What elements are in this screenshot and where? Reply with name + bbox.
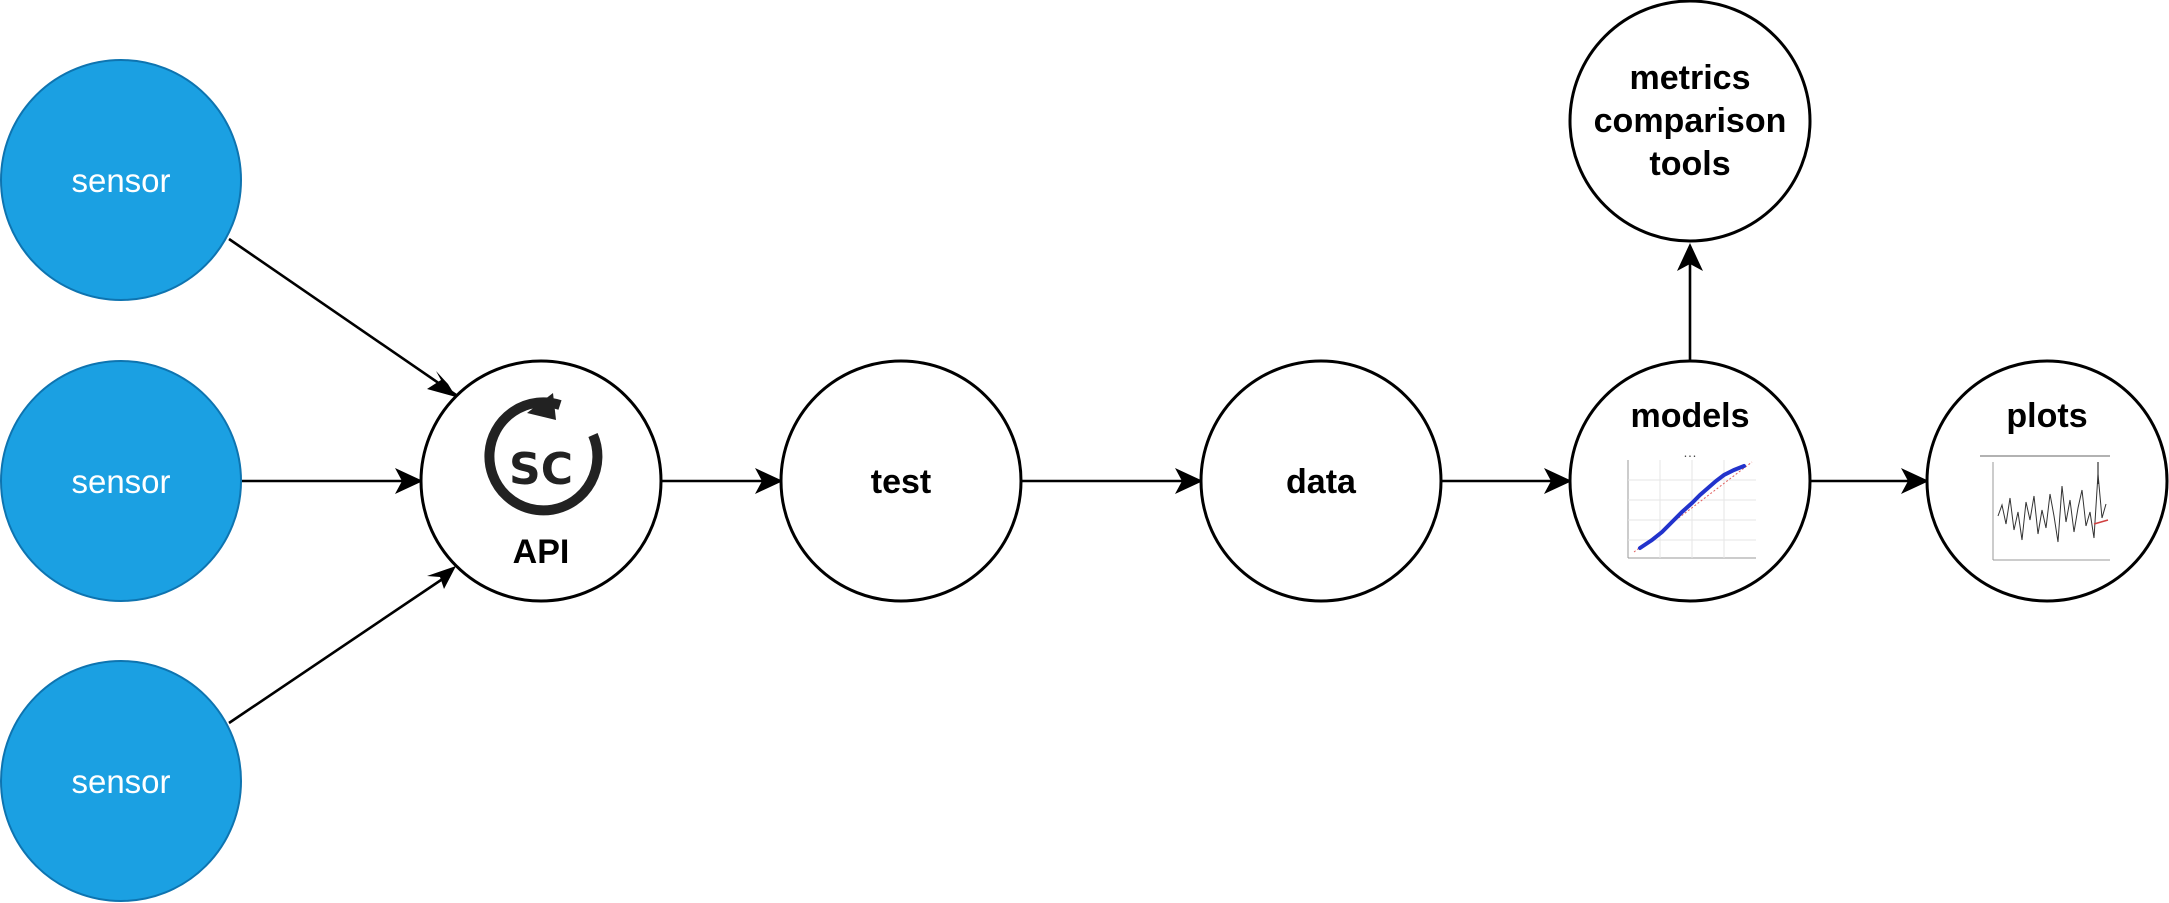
sensor-label: sensor xyxy=(71,763,170,800)
test-label: test xyxy=(871,463,931,501)
arrowhead-metrics-from-models xyxy=(1677,243,1703,271)
arrowheads xyxy=(395,243,1929,589)
sensor-node-1[interactable]: sensor xyxy=(0,59,242,301)
sc-refresh-logo-icon: SC xyxy=(484,393,603,516)
sensor-circle xyxy=(0,660,242,902)
time-series-plot-thumbnail xyxy=(1980,455,2110,561)
models-node[interactable]: models • • • xyxy=(1568,359,1812,603)
plots-circle xyxy=(1925,359,2169,603)
arrowhead-models-from-data xyxy=(1544,468,1572,494)
metrics-comparison-tools-node[interactable]: metrics comparison tools xyxy=(1568,0,1812,243)
sc-logo-text: SC xyxy=(509,444,573,495)
test-node[interactable]: test xyxy=(779,359,1023,603)
api-label: API xyxy=(513,533,570,571)
data-label: data xyxy=(1286,463,1357,501)
sensor-label: sensor xyxy=(71,162,170,199)
metrics-label-line-1: metrics xyxy=(1630,59,1751,97)
plots-label: plots xyxy=(2006,397,2087,435)
arrowhead-api-from-sensor-1 xyxy=(427,371,456,397)
arrowhead-api-from-sensor-2 xyxy=(395,468,423,494)
edge-sensor-3-to-api xyxy=(228,576,445,725)
edge-sensor-1-to-api-path xyxy=(228,237,457,397)
svg-text:• • •: • • • xyxy=(1684,454,1696,460)
arrowhead-test-from-api xyxy=(755,468,783,494)
data-circle xyxy=(1199,359,1443,603)
metrics-circle xyxy=(1568,0,1812,243)
models-label: models xyxy=(1630,397,1749,435)
sensor-label: sensor xyxy=(71,463,170,500)
api-node[interactable]: SC API xyxy=(419,359,663,603)
metrics-label-line-3: tools xyxy=(1649,145,1730,183)
arrowhead-plots-from-models xyxy=(1901,468,1929,494)
arrowhead-api-from-sensor-3 xyxy=(427,566,456,589)
plots-node[interactable]: plots xyxy=(1925,359,2169,603)
sensor-circle xyxy=(0,59,242,301)
probability-plot-thumbnail: • • • xyxy=(1612,452,1760,564)
test-circle xyxy=(779,359,1023,603)
sensor-node-3[interactable]: sensor xyxy=(0,660,242,902)
edges xyxy=(228,237,1924,725)
api-circle xyxy=(419,359,663,603)
sensor-circle xyxy=(0,360,242,602)
sensor-node-2[interactable]: sensor xyxy=(0,360,242,602)
arrowhead-data-from-test xyxy=(1175,468,1203,494)
metrics-label-line-2: comparison xyxy=(1594,102,1787,140)
data-node[interactable]: data xyxy=(1199,359,1443,603)
